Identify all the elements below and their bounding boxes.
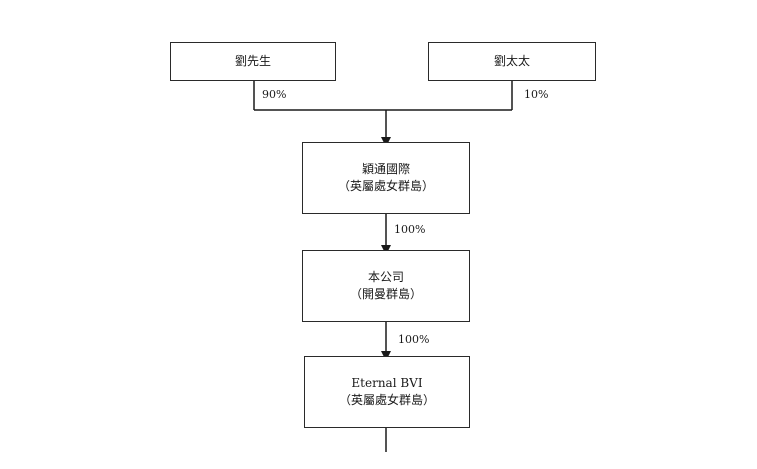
node-mr-liu: 劉先生 bbox=[170, 42, 336, 81]
edge-label-holding-company: 100% bbox=[394, 223, 426, 236]
edge-label-mr-liu: 90% bbox=[262, 88, 287, 101]
node-company-name: 本公司 bbox=[367, 270, 404, 284]
node-mr-liu-name: 劉先生 bbox=[234, 54, 271, 68]
node-holding: 穎通國際 （英屬處女群島） bbox=[302, 142, 470, 214]
node-mrs-liu-name: 劉太太 bbox=[493, 54, 530, 68]
node-company: 本公司 （開曼群島） bbox=[302, 250, 470, 322]
node-holding-jurisdiction: （英屬處女群島） bbox=[337, 179, 434, 193]
edge-label-mrs-liu: 10% bbox=[524, 88, 549, 101]
node-eternal-bvi-jurisdiction: （英屬處女群島） bbox=[338, 393, 435, 407]
node-holding-name: 穎通國際 bbox=[361, 162, 410, 176]
node-eternal-bvi-name: Eternal BVI bbox=[351, 376, 423, 390]
node-mrs-liu: 劉太太 bbox=[428, 42, 596, 81]
edge-label-company-eternal: 100% bbox=[398, 333, 430, 346]
node-eternal-bvi: Eternal BVI （英屬處女群島） bbox=[304, 356, 470, 428]
node-company-jurisdiction: （開曼群島） bbox=[349, 287, 422, 301]
